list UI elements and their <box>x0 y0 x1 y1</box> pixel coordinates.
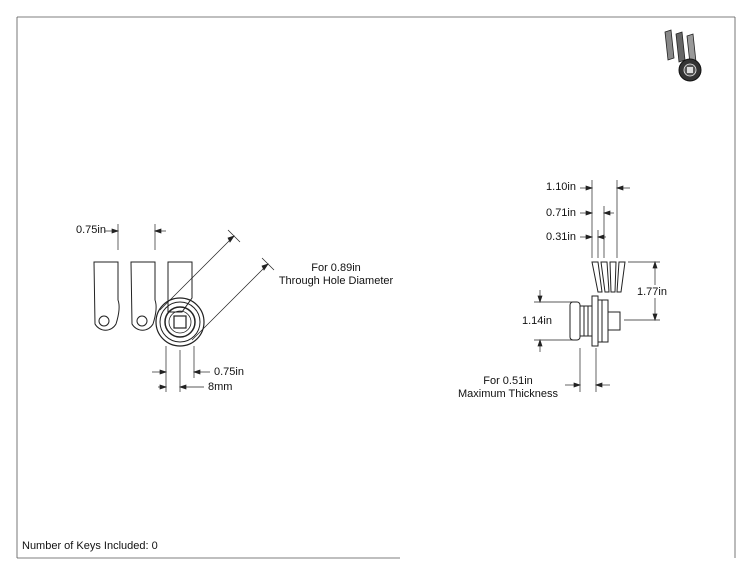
lock-face-front <box>155 297 205 347</box>
height-label: 1.77in <box>637 286 667 298</box>
square-drive-label: 8mm <box>208 381 233 393</box>
keys-included-note: Number of Keys Included: 0 <box>22 540 158 552</box>
through-hole-label-line2: Through Hole Diameter <box>278 275 394 287</box>
dim-a-label: 1.10in <box>546 181 576 193</box>
left-dimension-lines <box>105 224 275 392</box>
cam-tab-left <box>93 261 120 331</box>
dim-b-label: 0.71in <box>546 207 576 219</box>
thickness-label-line2: Maximum Thickness <box>457 388 559 400</box>
through-hole-label-line1: For 0.89in <box>311 262 361 274</box>
lock-side-profile <box>569 261 626 347</box>
tab-width-label: 0.75in <box>76 224 106 236</box>
cam-tab-middle <box>130 261 157 331</box>
body-diameter-label: 1.14in <box>522 315 552 327</box>
dim-c-label: 0.31in <box>546 231 576 243</box>
cam-tab-right <box>167 261 193 313</box>
sheet-border <box>16 16 736 559</box>
thickness-label-line1: For 0.51in <box>483 375 533 387</box>
cam-lock-thumbnail-icon <box>664 29 702 82</box>
offset-label: 0.75in <box>214 366 244 378</box>
right-dimension-lines <box>534 180 660 392</box>
